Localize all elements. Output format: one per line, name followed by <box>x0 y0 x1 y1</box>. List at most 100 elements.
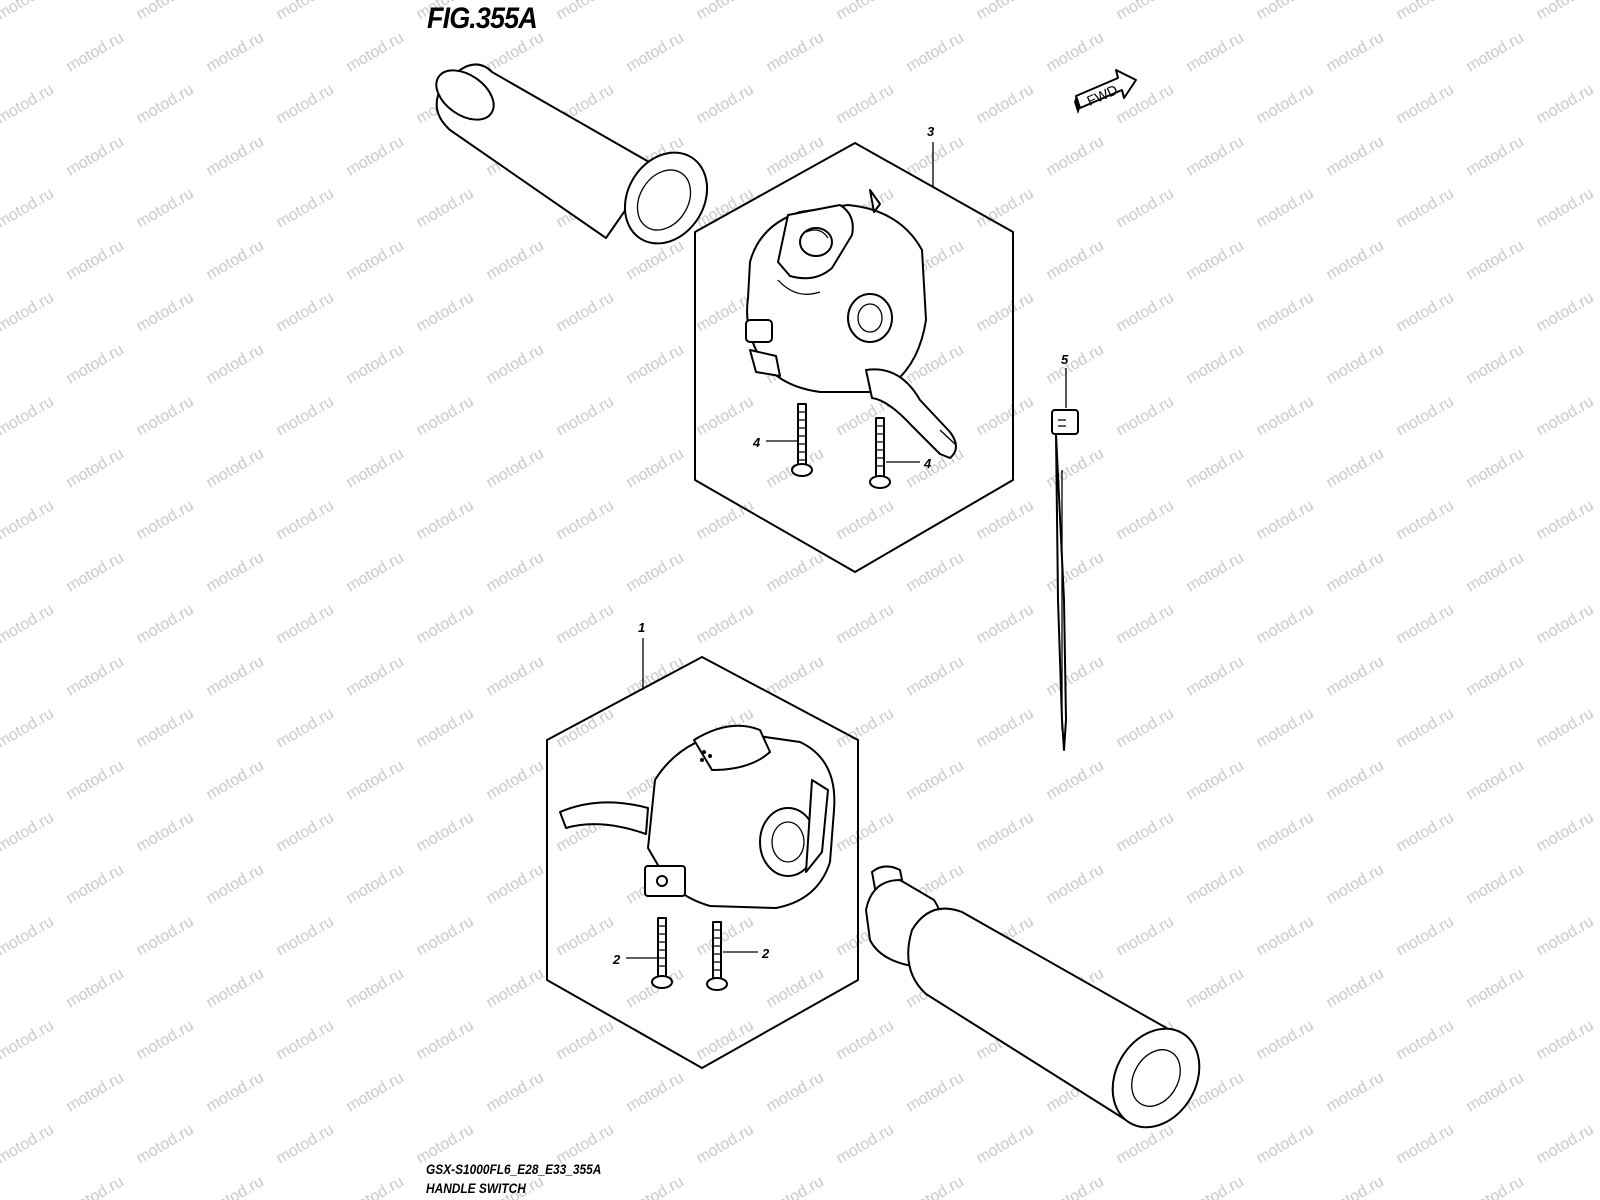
watermark-text: motod.ru <box>1044 133 1107 179</box>
watermark-text: motod.ru <box>834 809 897 855</box>
watermark-text: motod.ru <box>1044 1173 1107 1200</box>
watermark-text: motod.ru <box>1464 29 1527 75</box>
watermark-text: motod.ru <box>0 0 57 23</box>
watermark-text: motod.ru <box>974 809 1037 855</box>
watermark-text: motod.ru <box>1534 0 1597 23</box>
watermark-text: motod.ru <box>344 237 407 283</box>
watermark-text: motod.ru <box>624 341 687 387</box>
watermark-text: motod.ru <box>904 133 967 179</box>
watermark-text: motod.ru <box>1044 341 1107 387</box>
watermark-text: motod.ru <box>134 289 197 335</box>
watermark-text: motod.ru <box>1324 757 1387 803</box>
left-handle-switch <box>559 724 836 909</box>
watermark-text: motod.ru <box>1114 185 1177 231</box>
watermark-text: motod.ru <box>834 1121 897 1167</box>
watermark-text: motod.ru <box>344 861 407 907</box>
watermark-text: motod.ru <box>904 1173 967 1200</box>
watermark-text: motod.ru <box>1044 549 1107 595</box>
watermark-text: motod.ru <box>1184 133 1247 179</box>
watermark-text: motod.ru <box>1254 809 1317 855</box>
watermark-text: motod.ru <box>1114 0 1177 23</box>
watermark-text: motod.ru <box>204 445 267 491</box>
watermark-text: motod.ru <box>904 1069 967 1115</box>
watermark-text: motod.ru <box>764 1069 827 1115</box>
watermark-text: motod.ru <box>1324 861 1387 907</box>
watermark-text: motod.ru <box>1254 0 1317 23</box>
watermark-text: motod.ru <box>344 445 407 491</box>
watermark-text: motod.ru <box>624 1173 687 1200</box>
watermark-text: motod.ru <box>1044 445 1107 491</box>
watermark-text: motod.ru <box>764 133 827 179</box>
watermark-text: motod.ru <box>974 1121 1037 1167</box>
watermark-text: motod.ru <box>624 1069 687 1115</box>
watermark-text: motod.ru <box>1534 1121 1597 1167</box>
watermark-text: motod.ru <box>554 601 617 647</box>
watermark-text: motod.ru <box>1324 29 1387 75</box>
watermark-text: motod.ru <box>694 0 757 23</box>
watermark-text: motod.ru <box>1394 393 1457 439</box>
screw-2b-icon <box>706 921 728 991</box>
callout-2b: 2 <box>761 946 770 961</box>
watermark-text: motod.ru <box>1464 965 1527 1011</box>
watermark-text: motod.ru <box>274 913 337 959</box>
watermark-text: motod.ru <box>414 185 477 231</box>
watermark-text: motod.ru <box>484 29 547 75</box>
watermark-text: motod.ru <box>344 549 407 595</box>
assembly-frame-3 <box>694 142 1014 573</box>
watermark-text: motod.ru <box>624 549 687 595</box>
watermark-text: motod.ru <box>834 601 897 647</box>
fwd-label: FWD <box>1084 81 1120 109</box>
watermark-text: motod.ru <box>1534 1017 1597 1063</box>
watermark-text: motod.ru <box>0 81 57 127</box>
watermark-text: motod.ru <box>134 601 197 647</box>
watermark-text: motod.ru <box>204 1173 267 1200</box>
watermark-text: motod.ru <box>484 653 547 699</box>
watermark-text: motod.ru <box>1324 965 1387 1011</box>
watermark-text: motod.ru <box>1184 757 1247 803</box>
watermark-text: motod.ru <box>694 81 757 127</box>
watermark-text: motod.ru <box>1394 913 1457 959</box>
watermark-text: motod.ru <box>694 1017 757 1063</box>
watermark-text: motod.ru <box>1184 965 1247 1011</box>
watermark-text: motod.ru <box>274 185 337 231</box>
left-grip <box>435 63 709 245</box>
watermark-text: motod.ru <box>834 0 897 23</box>
watermark-text: motod.ru <box>134 1017 197 1063</box>
watermark-text: motod.ru <box>624 29 687 75</box>
watermark-text: motod.ru <box>134 913 197 959</box>
watermark-text: motod.ru <box>1184 653 1247 699</box>
watermark-text: motod.ru <box>274 393 337 439</box>
watermark-text: motod.ru <box>1394 0 1457 23</box>
watermark-text: motod.ru <box>204 133 267 179</box>
watermark-text: motod.ru <box>1394 809 1457 855</box>
watermark-text: motod.ru <box>974 0 1037 23</box>
watermark-text: motod.ru <box>764 1173 827 1200</box>
watermark-text: motod.ru <box>1114 497 1177 543</box>
watermark-text: motod.ru <box>484 445 547 491</box>
watermark-text: motod.ru <box>414 913 477 959</box>
watermark-text: motod.ru <box>1184 237 1247 283</box>
callout-3: 3 <box>927 124 935 139</box>
watermark-text: motod.ru <box>64 653 127 699</box>
watermark-text: motod.ru <box>1324 237 1387 283</box>
watermark-text: motod.ru <box>1254 497 1317 543</box>
watermark-text: motod.ru <box>204 757 267 803</box>
watermark-text: motod.ru <box>1324 341 1387 387</box>
callout-5: 5 <box>1061 352 1069 367</box>
watermark-text: motod.ru <box>0 913 57 959</box>
screw-2a-icon <box>651 917 673 989</box>
watermark-text: motod.ru <box>64 549 127 595</box>
watermark-text: motod.ru <box>1464 237 1527 283</box>
watermark-text: motod.ru <box>974 185 1037 231</box>
watermark-text: motod.ru <box>1464 757 1527 803</box>
watermark-text: motod.ru <box>764 965 827 1011</box>
watermark-text: motod.ru <box>64 1173 127 1200</box>
watermark-text: motod.ru <box>1254 1121 1317 1167</box>
watermark-text: motod.ru <box>1394 1121 1457 1167</box>
watermark-text: motod.ru <box>1324 1069 1387 1115</box>
watermark-text: motod.ru <box>624 653 687 699</box>
watermark-text: motod.ru <box>0 809 57 855</box>
watermark-text: motod.ru <box>694 393 757 439</box>
watermark-text: motod.ru <box>1184 861 1247 907</box>
